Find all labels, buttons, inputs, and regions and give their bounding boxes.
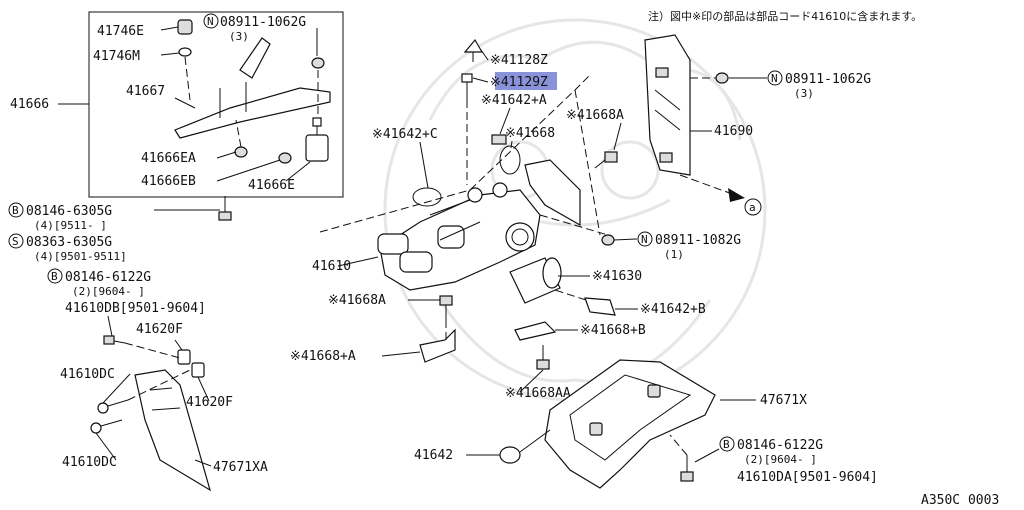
n-marker-icon-2: N (637, 231, 653, 247)
hydraulic-unit-41610[interactable] (377, 182, 541, 291)
label-41690[interactable]: 41690 (714, 124, 753, 139)
label-41668a-top[interactable]: ※41668A (566, 108, 624, 123)
label-41642a[interactable]: ※41642+A (481, 93, 547, 108)
highlight-41129z (495, 72, 557, 90)
arrow-to-a-icon (728, 188, 745, 202)
label-41642[interactable]: 41642 (414, 448, 453, 463)
bolt-08146-6122g-right[interactable] (680, 455, 694, 482)
nut-41666eb[interactable] (278, 152, 292, 164)
label-41667[interactable]: 41667 (126, 84, 165, 99)
label-08146-6122g-left[interactable]: 08146-6122G (65, 270, 151, 285)
b-marker-icon-2: B (47, 268, 63, 284)
label-08363-6305g[interactable]: 08363-6305G (26, 235, 112, 250)
svg-text:B: B (12, 204, 19, 217)
label-41668[interactable]: ※41668 (505, 126, 555, 141)
tray-47671x[interactable] (544, 359, 716, 489)
b-marker-icon: B (8, 202, 24, 218)
svg-text:N: N (641, 233, 648, 246)
label-41610da[interactable]: 41610DA[9501-9604] (737, 470, 878, 485)
bracket-41668b[interactable] (514, 321, 557, 341)
label-41668aa[interactable]: ※41668AA (505, 386, 571, 401)
label-08146-6305g-sub: (4)[9511- ] (34, 219, 107, 232)
ref-marker-a-icon: a (744, 198, 762, 216)
label-41666[interactable]: 41666 (10, 97, 49, 112)
bracket-41668[interactable] (524, 159, 581, 227)
bracket-41668-plus-a[interactable] (419, 328, 456, 363)
parts-note: 注）図中※印の部品は部品コード41610に含まれます。 (648, 9, 922, 23)
hose-clamp-41642c[interactable] (412, 145, 521, 207)
svg-text:B: B (723, 438, 730, 451)
bolt-41610dc-top[interactable] (97, 399, 129, 414)
label-41668-plus-a[interactable]: ※41668+A (290, 349, 356, 364)
label-08911-1062g-right[interactable]: 08911-1062G (785, 72, 871, 87)
label-41620f-top[interactable]: 41620F (136, 322, 183, 337)
nut-08911-1062g-right[interactable] (715, 72, 729, 84)
label-08911-1062g-right-qty: (3) (794, 87, 814, 100)
label-41746e[interactable]: 41746E (97, 24, 144, 39)
clip-41642a[interactable] (491, 134, 507, 145)
label-41610[interactable]: 41610 (312, 259, 351, 274)
bolt-41128z[interactable] (463, 38, 484, 62)
bolt-41610db[interactable] (103, 335, 126, 345)
label-08146-6122g-right-sub: (2)[9604- ] (744, 453, 817, 466)
label-41630[interactable]: ※41630 (592, 269, 642, 284)
label-41642c[interactable]: ※41642+C (372, 127, 438, 142)
n-marker-icon: N (203, 13, 219, 29)
bolt-41610dc-bottom[interactable] (90, 419, 123, 434)
label-08146-6122g-left-sub: (2)[9604- ] (72, 285, 145, 298)
bushing-41746m[interactable] (178, 47, 192, 57)
label-41668b[interactable]: ※41668+B (580, 323, 646, 338)
grommet-41620f-top[interactable] (177, 349, 191, 365)
label-41666e[interactable]: 41666E (248, 178, 295, 193)
svg-text:S: S (12, 235, 19, 248)
grommet-41620f-bottom[interactable] (191, 362, 205, 378)
label-41610dc-bottom[interactable]: 41610DC (62, 455, 117, 470)
label-47671x[interactable]: 47671X (760, 393, 807, 408)
clip-41642[interactable] (499, 429, 551, 464)
label-41666eb[interactable]: 41666EB (141, 174, 196, 189)
label-47671xa[interactable]: 47671XA (213, 460, 268, 475)
n-marker-icon-3: N (767, 70, 783, 86)
svg-text:N: N (207, 15, 214, 28)
nut-41666ea[interactable] (234, 146, 248, 158)
b-marker-icon-3: B (719, 436, 735, 452)
s-marker-icon: S (8, 233, 24, 249)
label-41620f-bottom[interactable]: 41620F (186, 395, 233, 410)
bolt-41668a-top[interactable] (594, 151, 618, 169)
label-41610db[interactable]: 41610DB[9501-9604] (65, 301, 206, 316)
nut-08911-1082g[interactable] (601, 234, 615, 246)
label-08363-6305g-sub: (4)[9501-9511] (34, 250, 127, 263)
label-08146-6305g[interactable]: 08146-6305G (26, 204, 112, 219)
label-41746m[interactable]: 41746M (93, 49, 140, 64)
label-08911-1082g[interactable]: 08911-1082G (655, 233, 741, 248)
clip-41642b[interactable] (584, 297, 616, 316)
label-41668a-mid[interactable]: ※41668A (328, 293, 386, 308)
grommet-41746e[interactable] (177, 19, 193, 35)
label-08911-1062g-inset[interactable]: 08911-1062G (220, 15, 306, 30)
bolt-41668aa[interactable] (536, 345, 550, 370)
label-08146-6122g-right[interactable]: 08146-6122G (737, 438, 823, 453)
label-41642b[interactable]: ※41642+B (640, 302, 706, 317)
label-08911-1062g-inset-qty: (3) (229, 30, 249, 43)
diagram-code: A350C 0003 (921, 493, 999, 508)
svg-text:N: N (771, 72, 778, 85)
label-41129z[interactable]: ※41129Z (490, 75, 548, 90)
motor-41630[interactable] (509, 257, 562, 304)
label-08911-1082g-qty: (1) (664, 248, 684, 261)
mount-41666e[interactable] (305, 117, 329, 162)
stud-41129z[interactable] (461, 73, 473, 100)
bracket-41667[interactable] (174, 37, 331, 139)
label-41666ea[interactable]: 41666EA (141, 151, 196, 166)
bracket-47671xa[interactable] (134, 369, 211, 492)
bolt-08146-6305g[interactable] (218, 196, 232, 221)
bracket-41690[interactable] (644, 34, 691, 176)
label-41610dc-top[interactable]: 41610DC (60, 367, 115, 382)
svg-text:a: a (749, 201, 756, 214)
label-41128z[interactable]: ※41128Z (490, 53, 548, 68)
nut-08911-1062g-inset[interactable] (311, 57, 325, 69)
svg-text:B: B (51, 270, 58, 283)
